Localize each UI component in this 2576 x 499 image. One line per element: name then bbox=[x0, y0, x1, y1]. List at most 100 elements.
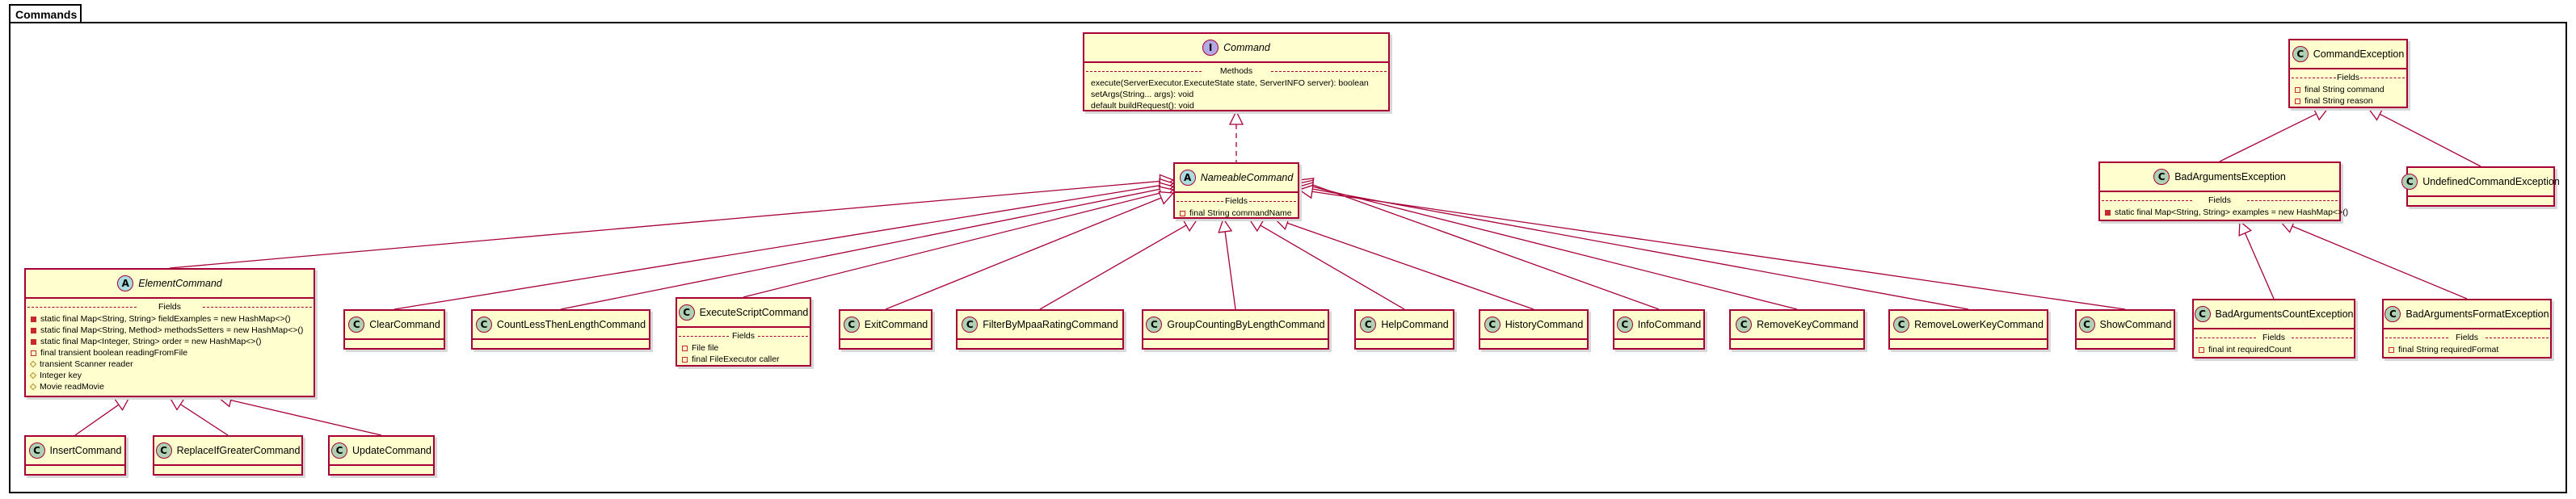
protected-visibility-icon bbox=[29, 371, 37, 379]
field-text: final String reason bbox=[2305, 96, 2373, 106]
field-row: File file bbox=[677, 342, 810, 354]
field-row: Movie readMovie bbox=[26, 381, 314, 392]
private-visibility-icon bbox=[2389, 346, 2394, 353]
class-name: CommandException bbox=[2313, 48, 2405, 60]
abstract-class-icon: A bbox=[1179, 170, 1196, 186]
class-header: A ElementCommand bbox=[26, 270, 314, 299]
class-command[interactable]: I Command Methods execute(ServerExecutor… bbox=[1083, 32, 1390, 111]
class-name: CountLessThenLengthCommand bbox=[496, 319, 646, 330]
inheritance-arrowhead bbox=[1298, 184, 1314, 199]
inheritance-line bbox=[2292, 225, 2468, 300]
interface-icon: I bbox=[1202, 40, 1219, 56]
field-text: static final Map<Integer, String> order … bbox=[40, 337, 262, 346]
private-static-icon bbox=[31, 327, 36, 333]
field-text: static final Map<String, String> fieldEx… bbox=[40, 314, 291, 324]
class-element-command[interactable]: A ElementCommand Fields static final Map… bbox=[24, 268, 315, 397]
class-icon: C bbox=[2401, 174, 2418, 190]
class-name: ElementCommand bbox=[138, 278, 222, 289]
class-icon: C bbox=[2292, 46, 2309, 62]
protected-visibility-icon bbox=[29, 383, 37, 391]
field-text: final int requiredCount bbox=[2208, 345, 2292, 354]
inheritance-line bbox=[1260, 224, 1405, 310]
field-text: Movie readMovie bbox=[40, 382, 104, 392]
inheritance-line bbox=[560, 188, 1161, 310]
inheritance-line bbox=[1311, 183, 1660, 310]
class-icon: C bbox=[1893, 317, 1910, 333]
field-row: static final Map<String, Method> methods… bbox=[26, 325, 314, 336]
method-row: default buildRequest(): void bbox=[1091, 101, 1194, 111]
inheritance-line bbox=[1311, 186, 1798, 310]
field-row: final String requiredFormat bbox=[2384, 344, 2550, 355]
class-name: BadArgumentsException bbox=[2174, 171, 2286, 182]
section-title: Fields bbox=[1175, 196, 1298, 206]
class-command-exception[interactable]: C CommandException Fields final String co… bbox=[2288, 39, 2408, 108]
class-count-less-then-length-command[interactable]: C CountLessThenLengthCommand bbox=[471, 309, 650, 350]
inheritance-line bbox=[1039, 224, 1187, 310]
field-row: final transient boolean readingFromFile bbox=[26, 347, 314, 359]
private-visibility-icon bbox=[31, 350, 36, 356]
class-nameable-command[interactable]: A NameableCommand Fields final String co… bbox=[1173, 162, 1299, 219]
private-visibility-icon bbox=[1180, 210, 1185, 216]
field-row: final FileExecutor caller bbox=[677, 354, 810, 365]
section-title: Fields bbox=[677, 331, 810, 341]
field-text: static final Map<String, String> example… bbox=[2115, 208, 2349, 217]
class-name: ShowCommand bbox=[2099, 319, 2172, 330]
class-header: A NameableCommand bbox=[1175, 164, 1298, 193]
private-visibility-icon bbox=[2199, 346, 2204, 353]
inheritance-line bbox=[180, 404, 229, 436]
private-visibility-icon bbox=[682, 345, 688, 351]
class-name: BadArgumentsFormatException bbox=[2406, 308, 2549, 320]
class-icon: C bbox=[348, 317, 365, 333]
class-execute-script-command[interactable]: C ExecuteScriptCommand Fields File file f… bbox=[676, 297, 811, 367]
class-header: C CountLessThenLengthCommand bbox=[473, 311, 649, 340]
class-header: I Command bbox=[1084, 34, 1388, 63]
inheritance-line bbox=[2244, 233, 2275, 300]
class-icon: C bbox=[1146, 317, 1163, 333]
field-row: static final Map<Integer, String> order … bbox=[26, 336, 314, 347]
class-icon: C bbox=[155, 442, 172, 459]
class-name: ExecuteScriptCommand bbox=[699, 307, 809, 318]
class-icon: C bbox=[1360, 317, 1377, 333]
class-name: RemoveLowerKeyCommand bbox=[1914, 319, 2044, 330]
class-icon: C bbox=[678, 304, 695, 321]
class-name: InsertCommand bbox=[49, 445, 122, 456]
inheritance-line bbox=[1286, 222, 1534, 310]
protected-visibility-icon bbox=[29, 360, 37, 368]
class-icon: C bbox=[331, 442, 348, 459]
field-text: static final Map<String, Method> methods… bbox=[40, 325, 304, 335]
class-name: ExitCommand bbox=[864, 319, 928, 330]
inheritance-arrowhead bbox=[2367, 107, 2384, 121]
private-visibility-icon bbox=[2295, 86, 2300, 93]
field-row: final String command bbox=[2290, 84, 2406, 95]
class-icon: C bbox=[475, 317, 492, 333]
inheritance-line bbox=[1311, 188, 1969, 310]
section-title: Fields bbox=[2290, 73, 2406, 82]
class-remove-lower-key-command[interactable]: C RemoveLowerKeyCommand bbox=[1888, 309, 2048, 350]
field-text: final FileExecutor caller bbox=[692, 354, 780, 364]
private-static-icon bbox=[31, 338, 36, 345]
